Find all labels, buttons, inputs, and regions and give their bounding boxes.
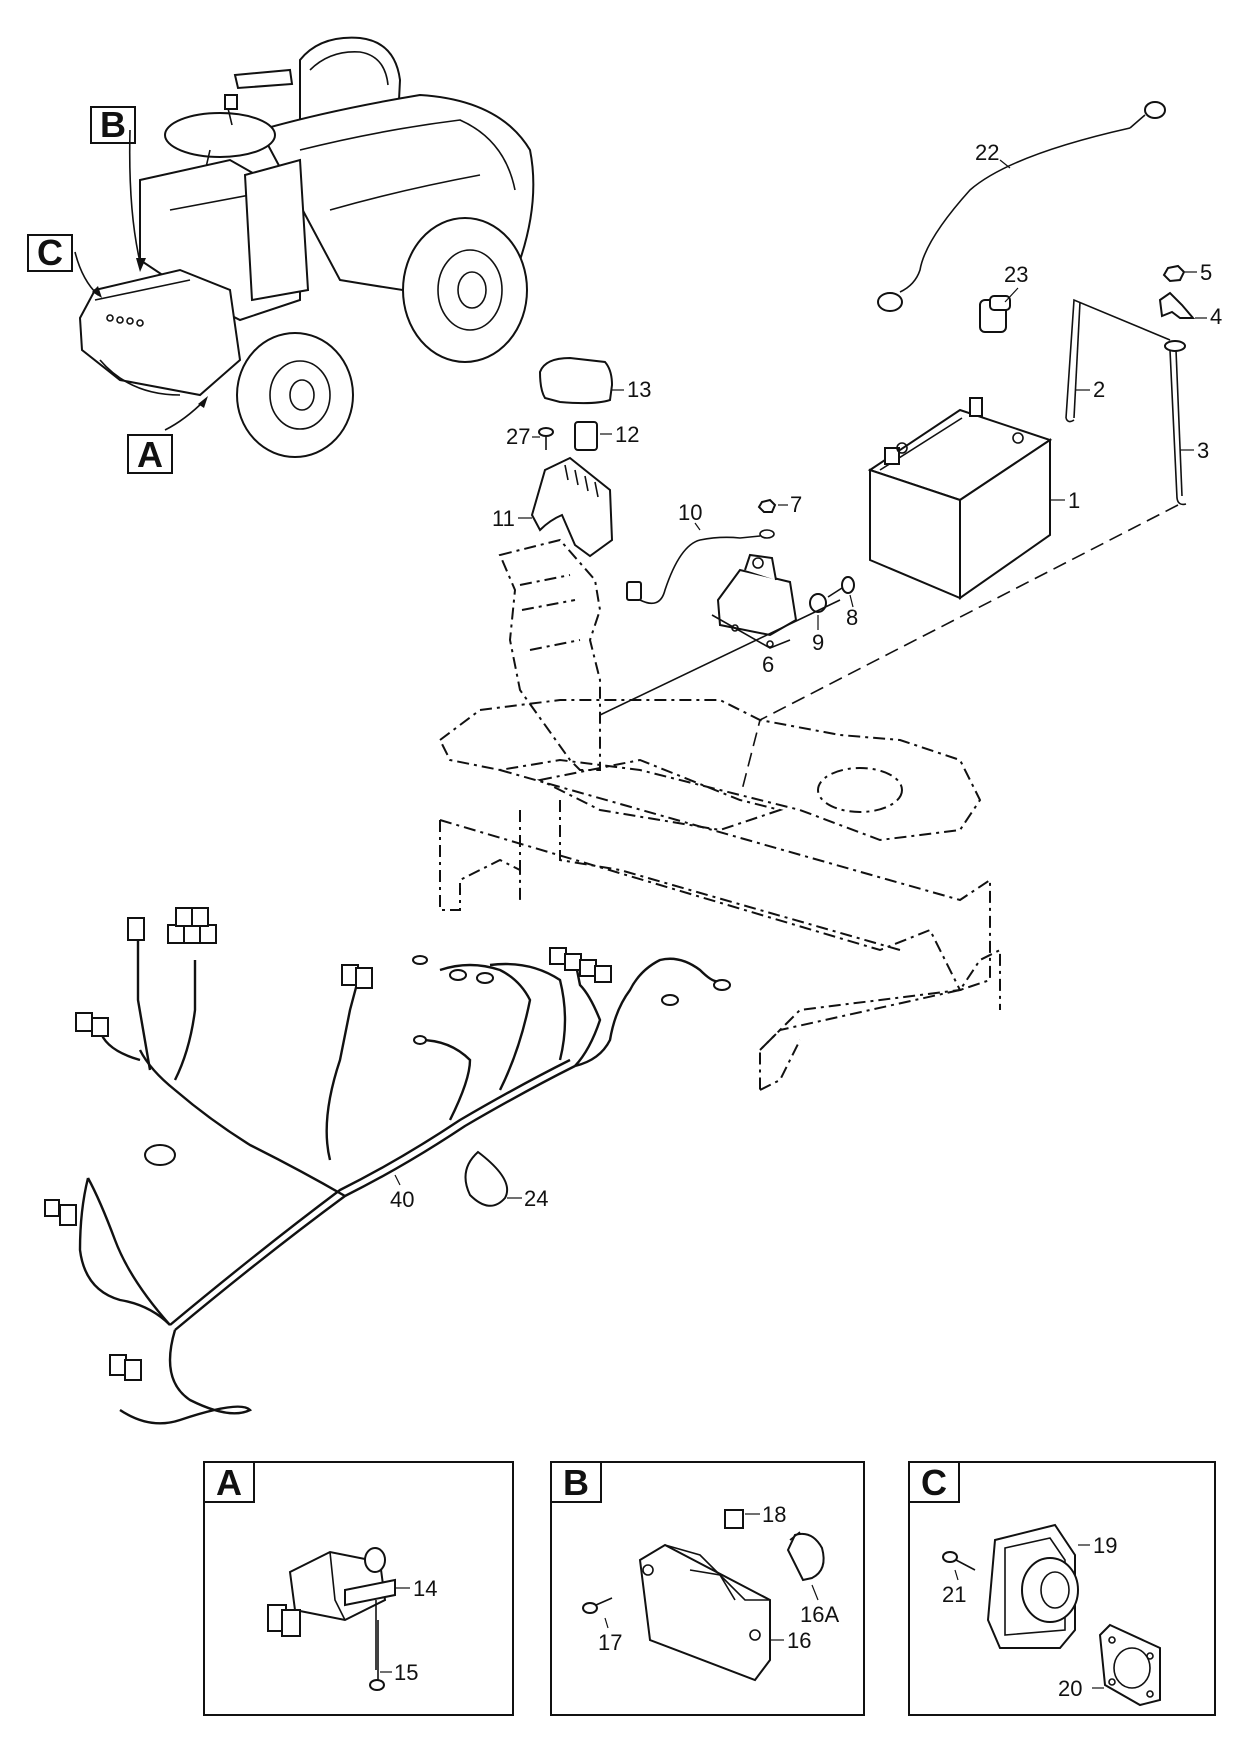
svg-text:4: 4 (1210, 304, 1222, 329)
part-11-fuse-holder (518, 456, 614, 558)
svg-text:A: A (137, 434, 163, 475)
svg-text:8: 8 (846, 605, 858, 630)
svg-text:1: 1 (1068, 488, 1080, 513)
part-17-screw (582, 1597, 613, 1629)
part-21-screw (942, 1551, 976, 1581)
svg-text:15: 15 (394, 1660, 418, 1685)
part-3-j-bolt (1169, 349, 1194, 506)
part-18-clip (724, 1509, 760, 1529)
svg-text:20: 20 (1058, 1676, 1082, 1701)
part-9-washer (809, 593, 827, 630)
svg-text:11: 11 (492, 506, 515, 531)
svg-text:12: 12 (615, 422, 639, 447)
part-10-wire (626, 522, 761, 605)
callout-arrows (74, 129, 208, 431)
part-19-socket (986, 1523, 1090, 1649)
svg-text:2: 2 (1093, 377, 1105, 402)
svg-text:14: 14 (413, 1576, 437, 1601)
svg-text:16: 16 (787, 1628, 811, 1653)
svg-text:24: 24 (524, 1186, 548, 1211)
callout-a: A (127, 434, 173, 475)
svg-text:9: 9 (812, 630, 824, 655)
svg-text:5: 5 (1200, 260, 1212, 285)
part-1-battery (867, 397, 1065, 600)
svg-text:B: B (100, 104, 126, 145)
part-4-wing-nut (1158, 291, 1207, 319)
battery-cable (877, 101, 1166, 312)
part-16a-bulb (786, 1531, 825, 1601)
svg-text:6: 6 (762, 652, 774, 677)
part-16-lens (638, 1543, 784, 1682)
callout-b: B (90, 104, 136, 145)
part-2-hold-down-bar (1065, 298, 1171, 423)
detail-panel-a: A 14 15 (203, 1461, 514, 1716)
part-7-nut (757, 498, 788, 539)
svg-text:13: 13 (627, 377, 651, 402)
svg-text:3: 3 (1197, 438, 1209, 463)
tractor-illustration (78, 36, 535, 458)
detail-panel-b: B 16 18 16A 17 (550, 1461, 865, 1716)
svg-text:40: 40 (390, 1187, 414, 1212)
callout-c: C (27, 232, 73, 273)
part-12-fuse (574, 421, 612, 451)
svg-text:22: 22 (975, 140, 999, 165)
wire-harness (44, 907, 731, 1425)
svg-text:C: C (921, 1462, 947, 1503)
part-15-screw (369, 1600, 392, 1691)
svg-text:A: A (216, 1462, 242, 1503)
chassis-frame (438, 538, 1001, 1091)
svg-text:10: 10 (678, 500, 702, 525)
svg-text:18: 18 (762, 1502, 786, 1527)
svg-text:B: B (563, 1462, 589, 1503)
part-23-boot (979, 287, 1019, 333)
svg-text:C: C (37, 232, 63, 273)
part-8-screw (827, 576, 855, 608)
svg-text:17: 17 (598, 1630, 622, 1655)
part-14-switch (267, 1547, 410, 1637)
svg-text:7: 7 (790, 492, 802, 517)
svg-text:19: 19 (1093, 1533, 1117, 1558)
part-6-solenoid (711, 553, 798, 649)
part-5-nut (1162, 264, 1197, 283)
svg-text:16A: 16A (800, 1602, 839, 1627)
svg-text:21: 21 (942, 1582, 966, 1607)
part-20-gasket (1092, 1623, 1161, 1707)
svg-text:27: 27 (506, 424, 530, 449)
detail-panel-c: C 19 21 20 (908, 1461, 1216, 1716)
svg-text:23: 23 (1004, 262, 1028, 287)
part-27-screw (532, 427, 554, 450)
part-24-cable-tie (464, 1150, 522, 1207)
part-13-fuse-cover (538, 356, 624, 405)
